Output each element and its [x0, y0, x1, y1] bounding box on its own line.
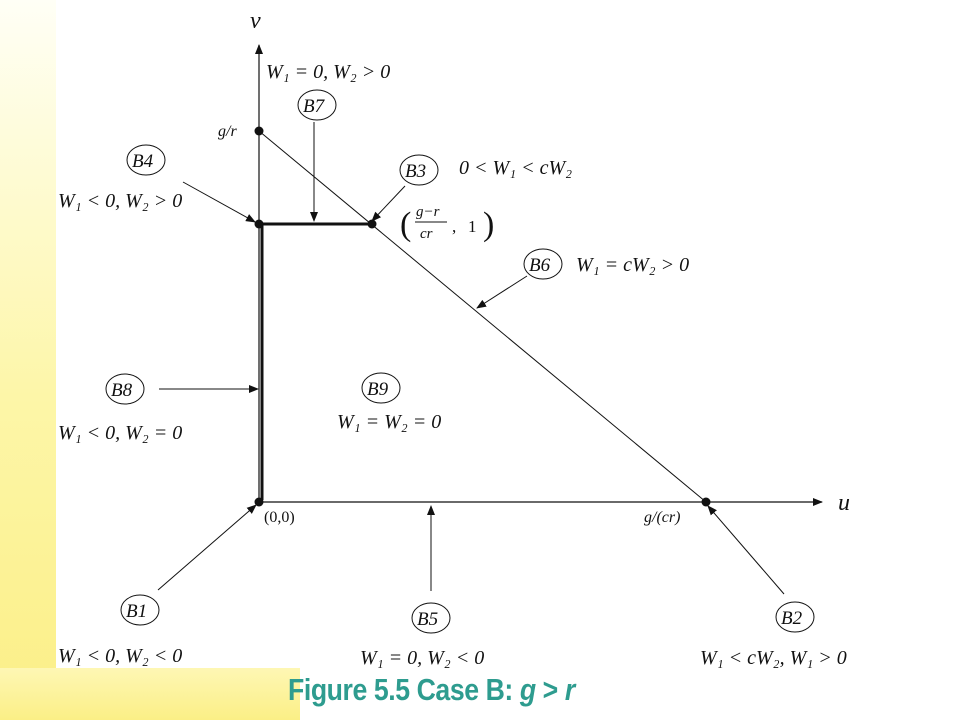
thick-boundary: [260, 222, 372, 500]
region-b3: B3 0 < W₁ < cW₂: [399, 154, 572, 186]
region-b9: B9 W₁ = W₂ = 0: [337, 372, 441, 433]
svg-text:B8: B8: [111, 380, 133, 401]
label-vertex: ( g−r cr , 1 ): [400, 204, 494, 243]
figure-caption: Figure 5.5 Case B: g > r: [288, 672, 701, 708]
region-b1: B1 W₁ < 0, W₂ < 0: [58, 594, 182, 667]
point-g-over-cr: [701, 497, 711, 507]
v-axis-label: v: [250, 8, 261, 34]
vertex-denominator: cr: [420, 226, 433, 242]
svg-text:): ): [483, 206, 494, 243]
label-origin: (0,0): [264, 509, 295, 526]
region-b6: B6 W₁ = cW₂ > 0: [523, 248, 689, 280]
region-b2: B2 W₁ < cW₂, W₁ > 0: [700, 601, 847, 668]
arrow-b6: [476, 275, 528, 309]
arrow-b3: [371, 185, 406, 222]
svg-text:B7: B7: [303, 96, 326, 117]
svg-text:B5: B5: [417, 609, 438, 630]
svg-text:B6: B6: [529, 255, 551, 276]
label-g-over-cr: g/(cr): [644, 509, 680, 526]
condition-b2: W₁ < cW₂, W₁ > 0: [700, 647, 847, 668]
condition-b6: W₁ = cW₂ > 0: [576, 254, 689, 276]
diagonal-boundary: [258, 130, 707, 503]
vertex-second: 1: [468, 217, 477, 236]
arrow-b2: [707, 505, 785, 595]
arrow-b1: [157, 504, 257, 591]
region-b7: B7 W₁ = 0, W₂ > 0: [266, 61, 390, 121]
svg-text:B1: B1: [126, 601, 147, 622]
region-b8: B8 W₁ < 0, W₂ = 0: [58, 373, 182, 444]
condition-b8: W₁ < 0, W₂ = 0: [58, 422, 182, 444]
caption-op: >: [535, 672, 565, 707]
svg-text:B9: B9: [367, 379, 389, 400]
region-b5: B5 W₁ = 0, W₂ < 0: [360, 602, 484, 668]
condition-b7: W₁ = 0, W₂ > 0: [266, 61, 390, 83]
svg-text:,: ,: [452, 217, 456, 236]
condition-b5: W₁ = 0, W₂ < 0: [360, 647, 484, 668]
svg-text:B2: B2: [781, 608, 803, 629]
condition-b4: W₁ < 0, W₂ > 0: [58, 190, 182, 212]
point-origin: [254, 497, 264, 507]
svg-text:B4: B4: [132, 151, 154, 172]
caption-prefix: Figure 5.5 Case B:: [288, 672, 520, 707]
background-sidebar: [0, 0, 56, 720]
case-b-diagram: v u g/r (0,0) g/(cr) ( g−r cr , 1 ) B7 W…: [58, 8, 850, 668]
background-footer: [0, 668, 300, 720]
label-g-over-r: g/r: [218, 123, 237, 140]
region-b4: B4 W₁ < 0, W₂ > 0: [58, 144, 182, 212]
caption-g: g: [519, 672, 536, 707]
condition-b9: W₁ = W₂ = 0: [337, 411, 441, 433]
condition-b1: W₁ < 0, W₂ < 0: [58, 645, 182, 667]
caption-r: r: [564, 672, 575, 707]
condition-b3: 0 < W₁ < cW₂: [459, 157, 572, 179]
arrow-b4: [182, 181, 256, 223]
svg-text:B3: B3: [405, 161, 426, 182]
vertex-numerator: g−r: [416, 204, 440, 220]
point-corner: [254, 219, 264, 229]
point-vertex: [367, 219, 377, 229]
point-g-over-r: [254, 126, 264, 136]
u-axis-label: u: [838, 490, 850, 516]
svg-text:(: (: [400, 206, 411, 243]
